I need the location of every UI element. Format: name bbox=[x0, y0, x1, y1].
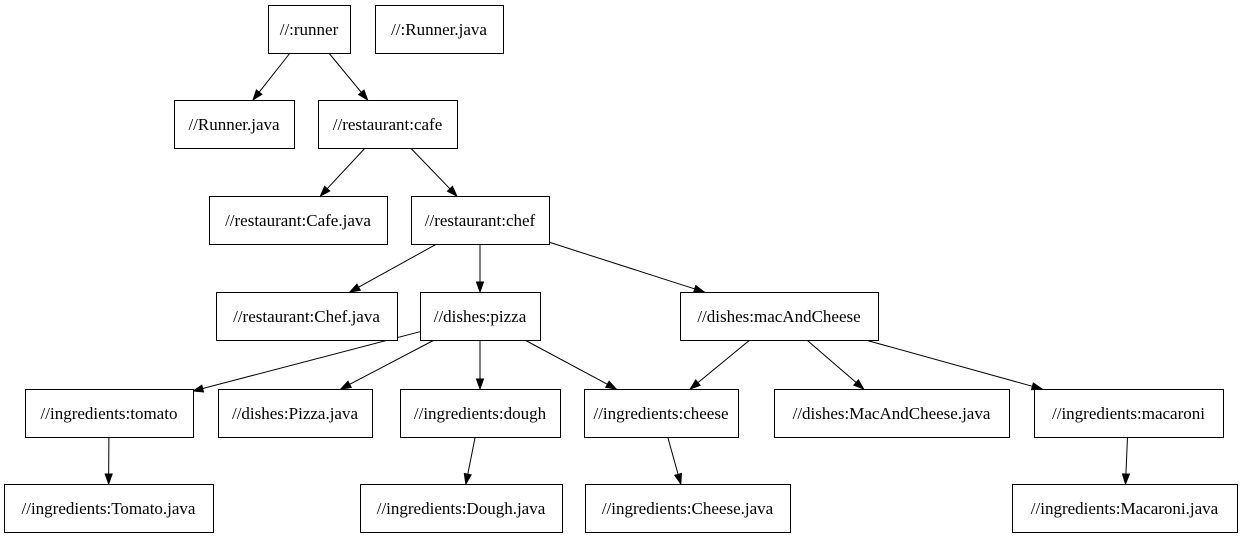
node-label: //restaurant:chef bbox=[425, 211, 536, 230]
node-runner: //:runner bbox=[269, 6, 351, 54]
edge-cafe-to-chef bbox=[411, 148, 457, 196]
edge-chef-to-mac-and-cheese bbox=[549, 242, 704, 292]
node-label: //restaurant:cafe bbox=[333, 115, 443, 134]
node-label: //ingredients:Tomato.java bbox=[22, 499, 196, 518]
arrowhead-icon bbox=[1031, 383, 1042, 390]
arrowhead-icon bbox=[606, 381, 616, 389]
node-pizza-java: //dishes:Pizza.java bbox=[219, 390, 373, 438]
edge-line bbox=[1126, 437, 1128, 474]
edge-dough-to-dough-java bbox=[464, 437, 475, 484]
node-pizza: //dishes:pizza bbox=[421, 293, 541, 341]
edge-line bbox=[468, 437, 475, 474]
arrowhead-icon bbox=[694, 286, 705, 293]
edge-tomato-to-tomato-java bbox=[105, 437, 112, 484]
edge-mac-and-cheese-to-mac-and-cheese-java bbox=[807, 340, 864, 389]
node-tomato-java: //ingredients:Tomato.java bbox=[5, 485, 214, 533]
arrowhead-icon bbox=[464, 474, 471, 484]
node-label: //dishes:macAndCheese bbox=[697, 307, 860, 326]
node-label: //ingredients:tomato bbox=[41, 404, 178, 423]
arrowhead-icon bbox=[359, 90, 368, 100]
edge-pizza-to-dough bbox=[477, 340, 484, 389]
node-label: //Runner.java bbox=[188, 115, 280, 134]
node-label: //:runner bbox=[280, 20, 339, 39]
edge-cheese-to-cheese-java bbox=[668, 437, 682, 484]
edge-line bbox=[327, 148, 365, 189]
arrowhead-icon bbox=[193, 385, 204, 392]
edge-runner-to-runner-java bbox=[253, 53, 290, 100]
edge-pizza-to-cheese bbox=[525, 340, 616, 389]
node-label: //ingredients:macaroni bbox=[1052, 404, 1205, 423]
node-label: //ingredients:Cheese.java bbox=[602, 499, 774, 518]
edge-pizza-to-pizza-java bbox=[341, 340, 434, 389]
node-cafe: //restaurant:cafe bbox=[319, 101, 458, 149]
node-mac-and-cheese-java: //dishes:MacAndCheese.java bbox=[775, 390, 1010, 438]
node-tomato: //ingredients:tomato bbox=[26, 390, 194, 438]
edge-line bbox=[259, 53, 290, 92]
edge-line bbox=[525, 340, 608, 384]
edge-mac-and-cheese-to-macaroni bbox=[865, 340, 1042, 390]
edge-line bbox=[698, 340, 750, 383]
arrowhead-icon bbox=[350, 284, 360, 292]
node-label: //ingredients:Dough.java bbox=[377, 499, 546, 518]
node-label: //dishes:Pizza.java bbox=[232, 404, 359, 423]
node-runner-java: //Runner.java bbox=[175, 101, 295, 149]
node-mac-and-cheese: //dishes:macAndCheese bbox=[681, 293, 879, 341]
node-label: //dishes:MacAndCheese.java bbox=[793, 404, 991, 423]
edge-cafe-to-cafe-java bbox=[320, 148, 365, 196]
arrowhead-icon bbox=[1122, 474, 1129, 484]
edge-line bbox=[865, 340, 1032, 386]
node-dough: //ingredients:dough bbox=[401, 390, 561, 438]
node-label: //ingredients:dough bbox=[414, 404, 547, 423]
arrowhead-icon bbox=[477, 379, 484, 389]
node-dough-java: //ingredients:Dough.java bbox=[361, 485, 563, 533]
node-chef: //restaurant:chef bbox=[412, 197, 550, 245]
arrowhead-icon bbox=[675, 473, 682, 484]
node-cheese: //ingredients:cheese bbox=[585, 390, 739, 438]
node-label: //dishes:pizza bbox=[434, 307, 527, 326]
edge-runner-to-cafe bbox=[329, 53, 368, 100]
edge-line bbox=[549, 242, 695, 289]
node-label: //ingredients:cheese bbox=[593, 404, 728, 423]
node-chef-java: //restaurant:Chef.java bbox=[217, 293, 398, 341]
arrowhead-icon bbox=[253, 90, 262, 100]
edge-chef-to-pizza bbox=[477, 244, 484, 292]
edge-mac-and-cheese-to-cheese bbox=[690, 340, 750, 389]
node-macaroni: //ingredients:macaroni bbox=[1035, 390, 1224, 438]
edge-line bbox=[329, 53, 361, 92]
node-label: //restaurant:Chef.java bbox=[233, 307, 380, 326]
node-label: //ingredients:Macaroni.java bbox=[1031, 499, 1219, 518]
edge-line bbox=[807, 340, 856, 382]
edge-line bbox=[359, 244, 437, 287]
arrowhead-icon bbox=[477, 282, 484, 292]
edge-macaroni-to-macaroni-java bbox=[1122, 437, 1129, 484]
edge-chef-to-chef-java bbox=[350, 244, 437, 292]
edge-line bbox=[411, 148, 450, 189]
node-label: //:Runner.java bbox=[391, 20, 487, 39]
edge-line bbox=[668, 437, 678, 474]
arrowhead-icon bbox=[105, 474, 112, 484]
arrowhead-icon bbox=[341, 381, 351, 389]
node-cheese-java: //ingredients:Cheese.java bbox=[586, 485, 791, 533]
node-label: //restaurant:Cafe.java bbox=[225, 211, 371, 230]
node-macaroni-java: //ingredients:Macaroni.java bbox=[1013, 485, 1238, 533]
arrowhead-icon bbox=[690, 380, 700, 389]
node-runner-java-src: //:Runner.java bbox=[376, 6, 504, 54]
node-cafe-java: //restaurant:Cafe.java bbox=[210, 197, 388, 245]
